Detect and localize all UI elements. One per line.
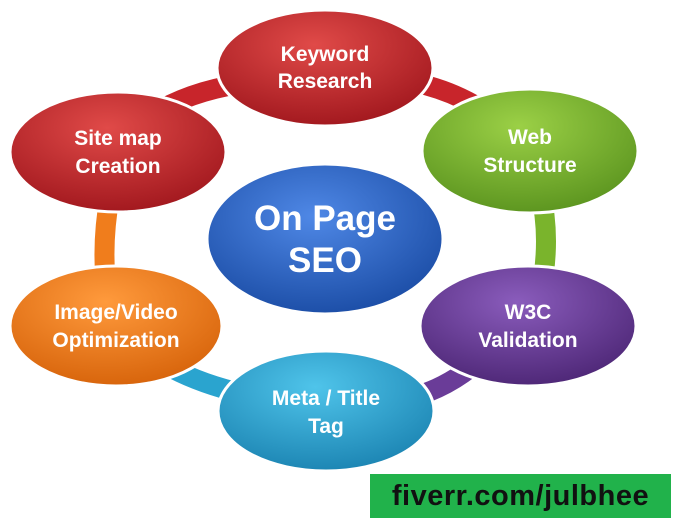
node-w3c-validation-line1: W3C xyxy=(505,301,552,324)
node-web-structure: Web Structure xyxy=(420,87,640,215)
node-site-map-creation: Site map Creation xyxy=(8,90,228,214)
node-w3c-validation-line2: Validation xyxy=(478,329,577,352)
node-meta-title-tag-line2: Tag xyxy=(308,415,344,438)
footer-url-text: fiverr.com/julbhee xyxy=(391,479,650,512)
node-site-map-creation-line1: Site map xyxy=(74,127,162,150)
node-site-map-creation-line2: Creation xyxy=(75,155,160,178)
footer-url-banner: fiverr.com/julbhee xyxy=(370,474,671,518)
node-web-structure-line1: Web xyxy=(508,126,552,149)
node-image-video-optimization-line1: Image/Video xyxy=(54,301,177,324)
node-keyword-research: Keyword Research xyxy=(215,8,435,128)
center-node-line2: SEO xyxy=(288,241,362,280)
node-meta-title-tag-line1: Meta / Title xyxy=(272,387,380,410)
node-image-video-optimization-line2: Optimization xyxy=(52,329,179,352)
node-keyword-research-line2: Research xyxy=(278,70,373,93)
center-node-on-page-seo: On Page SEO xyxy=(205,162,445,316)
node-keyword-research-line1: Keyword xyxy=(281,43,370,66)
node-w3c-validation: W3C Validation xyxy=(418,264,638,388)
center-node-line1: On Page xyxy=(254,199,396,238)
node-image-video-optimization: Image/Video Optimization xyxy=(8,264,224,388)
node-meta-title-tag: Meta / Title Tag xyxy=(216,349,436,473)
node-web-structure-line2: Structure xyxy=(483,154,576,177)
